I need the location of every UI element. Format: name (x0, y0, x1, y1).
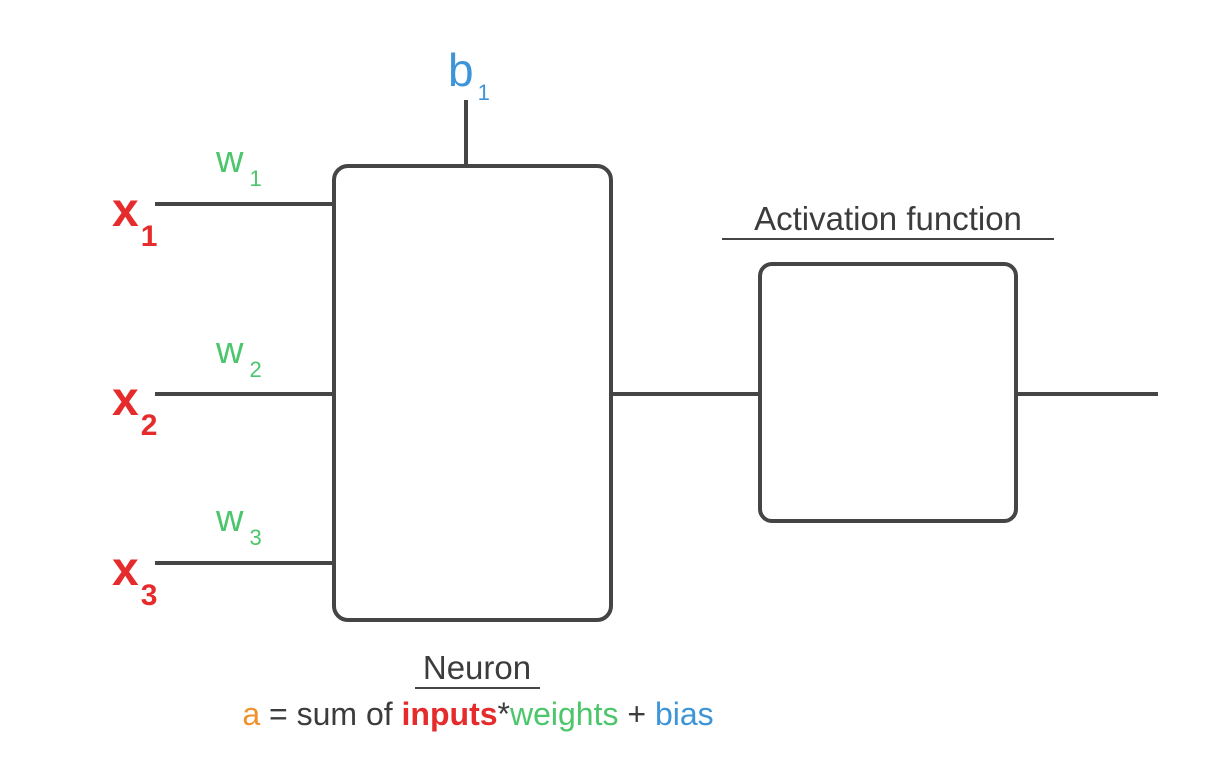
input-label-1: x1 (112, 184, 157, 253)
formula-eq: = sum of (260, 696, 401, 732)
formula-inputs: inputs (402, 696, 498, 732)
formula-a: a (242, 696, 260, 732)
formula-weights: weights (509, 696, 619, 732)
neuron-box (332, 164, 613, 622)
activation-box (758, 262, 1018, 523)
formula-plus: + (618, 696, 654, 732)
formula: a = sum of inputs*weights + bias (242, 696, 713, 732)
formula-star: * (498, 696, 510, 732)
neuron-title: Neuron (423, 649, 531, 686)
input-label-3: x3 (112, 543, 157, 612)
formula-bias: bias (655, 696, 714, 732)
activation-title: Activation function (754, 200, 1022, 237)
input-label-2: x2 (112, 373, 157, 442)
